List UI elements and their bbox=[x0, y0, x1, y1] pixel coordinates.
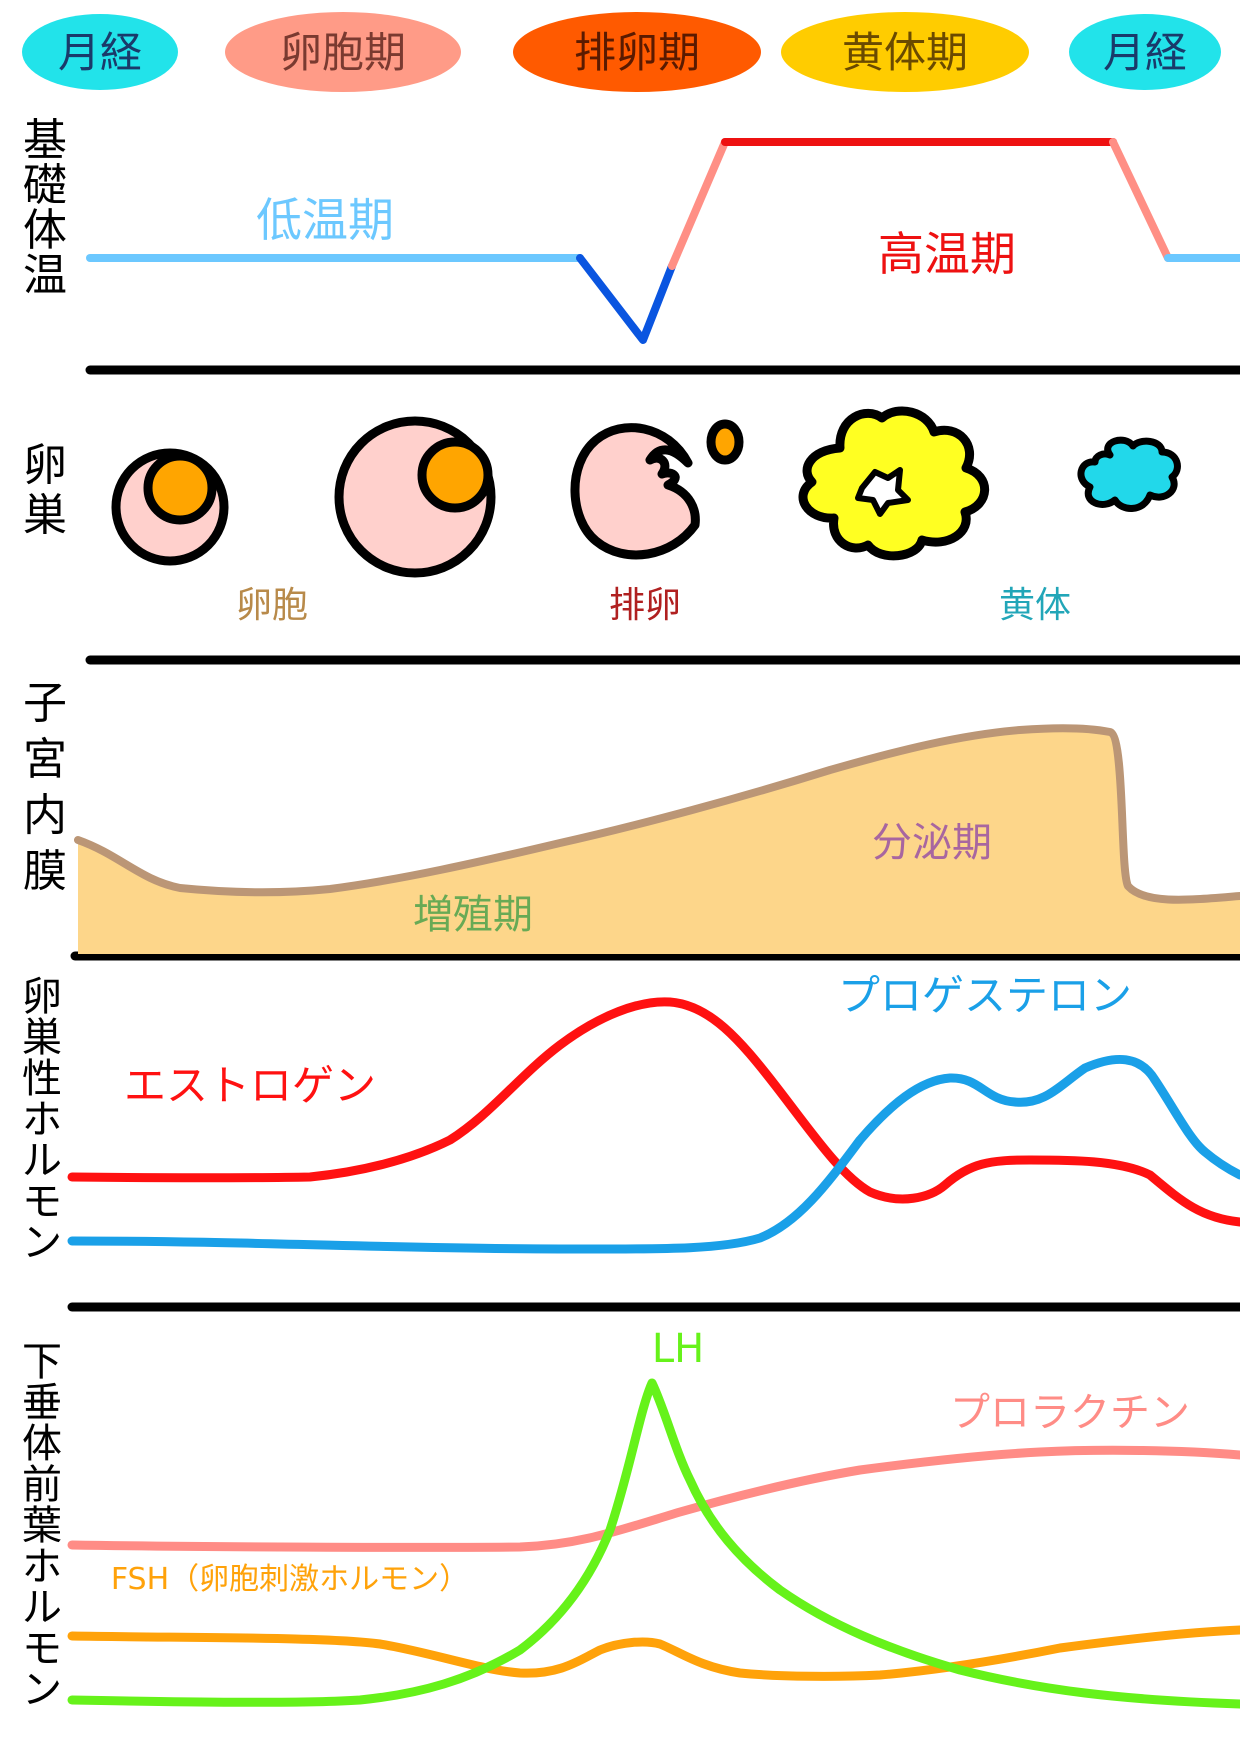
endometrium-edge bbox=[74, 724, 1240, 904]
row-title-ovarian-hormones: 卵 巣 性 ホ ル モ ン bbox=[22, 974, 62, 1266]
title-char: 葉 bbox=[22, 1503, 62, 1549]
pituitary-hormone-chart bbox=[67, 1378, 1240, 1709]
phase-menstruation-2: 月経 bbox=[1069, 14, 1221, 90]
prolactin-label: プロラクチン bbox=[950, 1390, 1190, 1436]
follicle-label: 卵胞 bbox=[236, 585, 308, 626]
row-separators bbox=[67, 365, 1240, 1312]
bbt-chart bbox=[86, 138, 1240, 344]
row-title-bbt: 基 礎 体 温 bbox=[23, 115, 67, 301]
title-char: 卵 bbox=[22, 974, 62, 1020]
phase-oval bbox=[1069, 14, 1221, 90]
phase-label: 月経 bbox=[1103, 28, 1187, 77]
follicle-large-icon bbox=[334, 416, 496, 578]
corpus-luteum-center bbox=[855, 467, 911, 517]
corpus-luteum-label: 黄体 bbox=[999, 585, 1071, 626]
title-char: ル bbox=[22, 1585, 62, 1631]
title-char: 前 bbox=[22, 1462, 62, 1508]
progesterone-curve bbox=[67, 1054, 1240, 1254]
phase-header: 月経 卵胞期 排卵期 黄体期 月経 bbox=[22, 12, 1221, 92]
follicle-small-icon bbox=[111, 448, 229, 566]
row-title-pituitary-hormones: 下 垂 体 前 葉 ホ ル モ ン bbox=[22, 1339, 62, 1713]
bbt-fall-line bbox=[1109, 138, 1172, 262]
title-char: 垂 bbox=[22, 1380, 62, 1426]
title-char: 下 bbox=[22, 1339, 62, 1385]
title-char: 体 bbox=[23, 205, 67, 256]
corpus-albicans-icon bbox=[1077, 436, 1181, 512]
phase-menstruation-1: 月経 bbox=[22, 14, 178, 90]
title-char: モ bbox=[22, 1179, 62, 1225]
phase-label: 月経 bbox=[58, 28, 142, 77]
phase-label: 排卵期 bbox=[574, 28, 700, 77]
title-char: 性 bbox=[22, 1056, 62, 1102]
endometrium-area bbox=[78, 728, 1240, 954]
lh-label: LH bbox=[652, 1326, 704, 1372]
released-oocyte-icon bbox=[706, 419, 744, 465]
row-title-endometrium: 子 宮 内 膜 bbox=[23, 678, 67, 897]
secretory-label: 分泌期 bbox=[872, 820, 992, 866]
estrogen-curve bbox=[67, 997, 1240, 1227]
ovarian-hormone-chart bbox=[67, 997, 1240, 1254]
phase-oval bbox=[513, 12, 761, 92]
phase-label: 黄体期 bbox=[842, 28, 968, 77]
ovary-row bbox=[111, 406, 1181, 578]
title-char: モ bbox=[22, 1626, 62, 1672]
title-char: 宮 bbox=[23, 734, 67, 785]
high-temp-label: 高温期 bbox=[878, 227, 1016, 281]
title-char: 内 bbox=[23, 790, 67, 841]
phase-oval bbox=[781, 12, 1029, 92]
bbt-rise-line bbox=[668, 138, 729, 270]
title-char: ホ bbox=[22, 1097, 62, 1143]
title-char: 体 bbox=[22, 1421, 62, 1467]
title-char: 礎 bbox=[23, 160, 67, 211]
lh-curve bbox=[67, 1378, 1240, 1709]
phase-oval bbox=[22, 14, 178, 90]
bbt-dip-line bbox=[576, 254, 676, 344]
title-char: 子 bbox=[23, 678, 67, 729]
ruptured-follicle-icon bbox=[570, 423, 700, 560]
estrogen-label: エストロゲン bbox=[124, 1061, 376, 1110]
ovulation-label: 排卵 bbox=[609, 585, 681, 626]
phase-ovulation: 排卵期 bbox=[513, 12, 761, 92]
corpus-luteum-icon bbox=[798, 406, 990, 561]
title-char: ン bbox=[22, 1220, 62, 1266]
title-char: 巣 bbox=[22, 1015, 62, 1061]
title-char: ホ bbox=[22, 1544, 62, 1590]
row-title-ovary: 卵 巣 bbox=[23, 440, 67, 541]
phase-label: 卵胞期 bbox=[280, 28, 406, 77]
progesterone-label: プロゲステロン bbox=[838, 971, 1132, 1020]
title-char: ン bbox=[22, 1667, 62, 1713]
fsh-curve bbox=[67, 1625, 1240, 1681]
fsh-label: FSH（卵胞刺激ホルモン） bbox=[111, 1562, 469, 1597]
low-temp-label: 低温期 bbox=[256, 193, 394, 247]
title-char: 卵 bbox=[23, 440, 67, 491]
title-char: ル bbox=[22, 1138, 62, 1184]
title-char: 巣 bbox=[23, 490, 67, 541]
phase-oval bbox=[225, 12, 461, 92]
proliferative-label: 増殖期 bbox=[413, 892, 533, 938]
title-char: 温 bbox=[23, 250, 67, 301]
prolactin-curve bbox=[67, 1445, 1240, 1552]
phase-luteal: 黄体期 bbox=[781, 12, 1029, 92]
title-char: 基 bbox=[23, 115, 67, 166]
title-char: 膜 bbox=[23, 846, 67, 897]
endometrium-chart bbox=[74, 724, 1240, 954]
phase-follicular: 卵胞期 bbox=[225, 12, 461, 92]
